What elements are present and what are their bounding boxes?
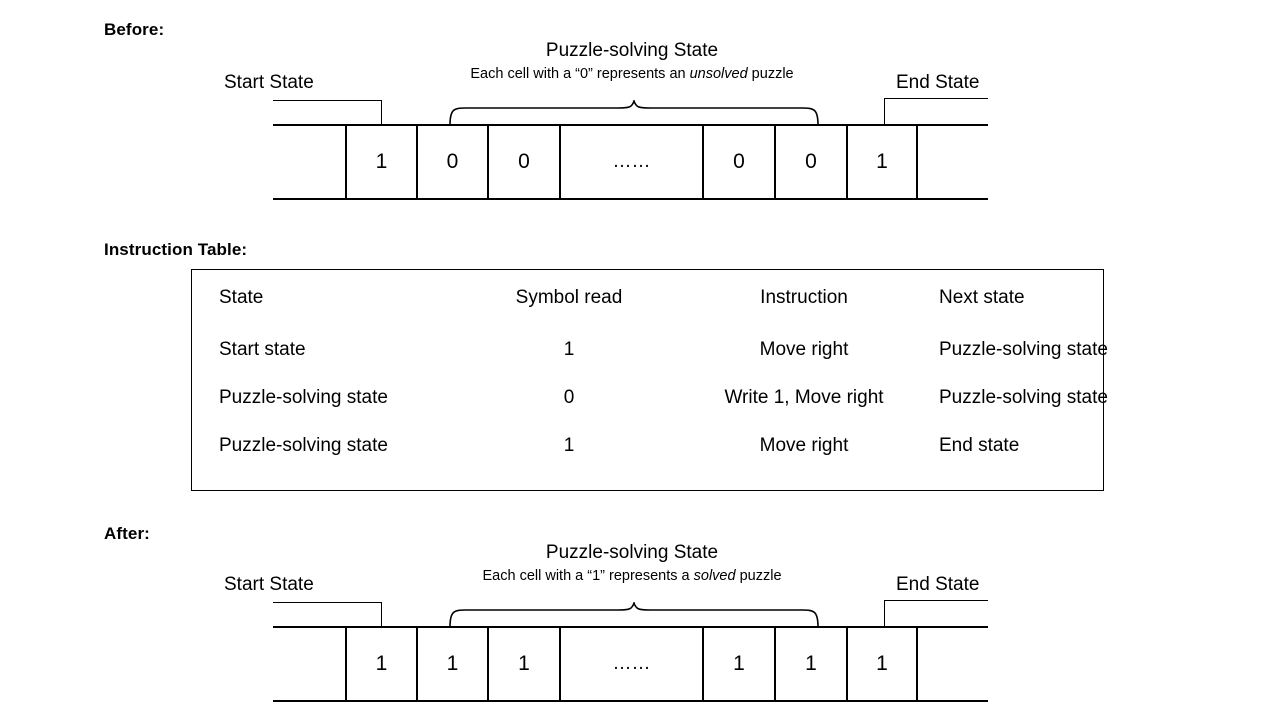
brace-subtitle-prefix-after: Each cell with a “1” represents a	[482, 568, 694, 584]
cell-symbol-read: 1	[563, 435, 575, 456]
tape-cell: 1	[774, 628, 846, 700]
tape-after: 1 1 1 …… 1 1 1	[273, 626, 988, 702]
cell-symbol-read: 0	[563, 387, 575, 408]
cell-next-state: End state	[939, 435, 1020, 456]
tape-diagram-after: Puzzle-solving State Each cell with a “1…	[0, 542, 1280, 712]
end-state-label-after: End State	[896, 574, 980, 595]
page-title-before: Before:	[104, 20, 165, 39]
cell-state: Start state	[219, 339, 306, 360]
tape-diagram-before: Puzzle-solving State Each cell with a “0…	[0, 40, 1280, 210]
brace-after	[449, 602, 819, 628]
brace-subtitle-emphasis-after: solved	[693, 568, 736, 584]
brace-title-before: Puzzle-solving State	[545, 40, 719, 61]
brace-title-after: Puzzle-solving State	[545, 542, 719, 563]
end-state-label-before: End State	[896, 72, 980, 93]
column-header-instruction: Instruction	[760, 287, 848, 308]
cell-instruction: Move right	[759, 339, 849, 360]
tape-cell: 1	[345, 628, 416, 700]
tape-cell	[273, 628, 345, 700]
start-state-label-after: Start State	[224, 574, 314, 595]
brace-subtitle-suffix-after: puzzle	[735, 568, 782, 584]
page-title-instruction-table: Instruction Table:	[104, 240, 248, 259]
brace-subtitle-suffix-before: puzzle	[747, 66, 794, 82]
brace-subtitle-before: Each cell with a “0” represents an unsol…	[390, 66, 874, 82]
cell-state: Puzzle-solving state	[219, 435, 388, 456]
brace-subtitle-after: Each cell with a “1” represents a solved…	[390, 568, 874, 584]
cell-next-state: Puzzle-solving state	[939, 387, 1108, 408]
tape-cell-ellipsis: ……	[559, 628, 702, 700]
brace-subtitle-prefix-before: Each cell with a “0” represents an	[470, 66, 690, 82]
tape-cell: 0	[774, 126, 846, 198]
tape-cell: 1	[846, 126, 916, 198]
column-header-state: State	[219, 287, 264, 308]
tape-cell: 0	[702, 126, 774, 198]
instruction-table: State Symbol read Instruction Next state…	[191, 269, 1108, 491]
tape-cell-ellipsis: ……	[559, 126, 702, 198]
cell-symbol-read: 1	[563, 339, 575, 360]
column-header-symbol-read: Symbol read	[515, 287, 623, 308]
table-row: Puzzle-solving state 1 Move right End st…	[192, 422, 1132, 470]
cell-next-state: Puzzle-solving state	[939, 339, 1108, 360]
tape-cell: 0	[416, 126, 487, 198]
tape-cell: 1	[345, 126, 416, 198]
column-header-next-state: Next state	[939, 287, 1025, 308]
tape-cell	[916, 628, 988, 700]
tape-cell: 1	[846, 628, 916, 700]
table-row: Start state 1 Move right Puzzle-solving …	[192, 326, 1132, 374]
tape-cell	[916, 126, 988, 198]
start-state-label-before: Start State	[224, 72, 314, 93]
tape-cell	[273, 126, 345, 198]
table-row: Puzzle-solving state 0 Write 1, Move rig…	[192, 374, 1132, 422]
tape-cell: 1	[487, 628, 559, 700]
cell-instruction: Write 1, Move right	[724, 387, 884, 408]
brace-before	[449, 100, 819, 126]
brace-subtitle-emphasis-before: unsolved	[689, 66, 748, 82]
tape-cell: 1	[702, 628, 774, 700]
cell-instruction: Move right	[759, 435, 849, 456]
tape-cell: 1	[416, 628, 487, 700]
table-header-row: State Symbol read Instruction Next state	[192, 270, 1132, 326]
tape-before: 1 0 0 …… 0 0 1	[273, 124, 988, 200]
page-title-after: After:	[104, 524, 150, 543]
tape-cell: 0	[487, 126, 559, 198]
cell-state: Puzzle-solving state	[219, 387, 388, 408]
